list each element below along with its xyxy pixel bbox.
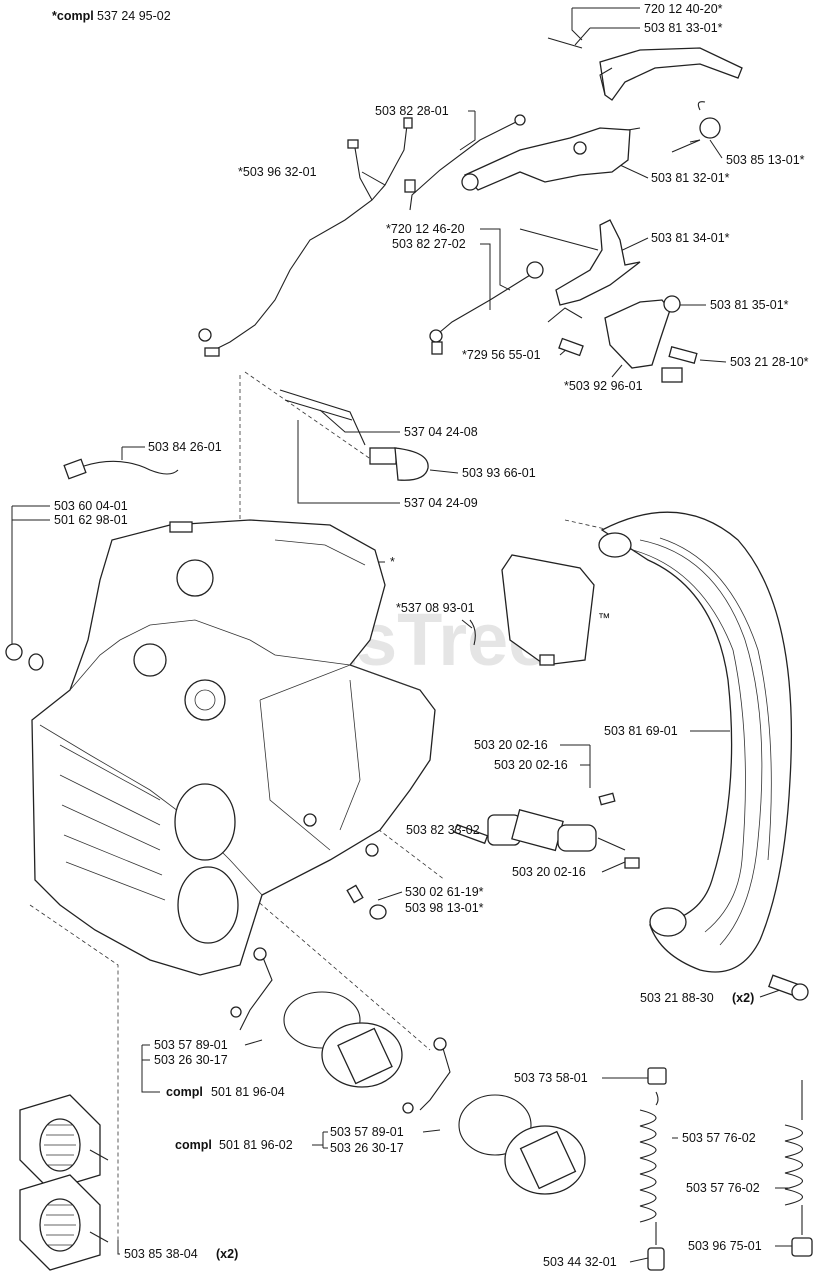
choke-plate-drawing <box>558 295 698 383</box>
throttle-trigger-drawing <box>547 37 743 101</box>
label-503-60-04-01: 503 60 04-01 <box>54 499 128 513</box>
label-537-24-95-02: 537 24 95-02 <box>97 9 171 23</box>
label-503-73-58-01: 503 73 58-01 <box>514 1071 588 1085</box>
leader-lines <box>11 7 792 1263</box>
label-503-81-34-01: 503 81 34-01* <box>651 231 730 245</box>
stop-switch-drawing <box>279 389 429 481</box>
wire-503-82-28-drawing <box>404 114 526 211</box>
label-503-82-28-01: 503 82 28-01 <box>375 104 449 118</box>
label-503-21-28-10: 503 21 28-10* <box>730 355 809 369</box>
cable-503-84-26-drawing <box>63 458 179 480</box>
watermark-tm: ™ <box>598 611 611 625</box>
label-503-26-30-17-a: 503 26 30-17 <box>154 1053 228 1067</box>
label-503-93-66-01: 503 93 66-01 <box>462 466 536 480</box>
label-503-84-26-01: 503 84 26-01 <box>148 440 222 454</box>
label-503-26-30-17-b: 503 26 30-17 <box>330 1141 404 1155</box>
label-503-81-35-01: 503 81 35-01* <box>710 298 789 312</box>
label-503-20-02-16-a: 503 20 02-16 <box>474 738 548 752</box>
label-503-21-88-30: 503 21 88-30 <box>640 991 714 1005</box>
label-503-96-75-01: 503 96 75-01 <box>688 1239 762 1253</box>
label-720-12-46-20: *720 12 46-20 <box>386 222 465 236</box>
choke-lever-drawing <box>547 219 641 323</box>
label-503-85-13-01: 503 85 13-01* <box>726 153 805 167</box>
label-729-56-55-01: *729 56 55-01 <box>462 348 541 362</box>
compl-low-prefix: compl <box>175 1138 212 1152</box>
label-503-82-27-02: 503 82 27-02 <box>392 237 466 251</box>
label-503-21-88-30-qty: (x2) <box>732 991 754 1005</box>
label-503-44-32-01: 503 44 32-01 <box>543 1255 617 1269</box>
label-503-96-32-01: *503 96 32-01 <box>238 165 317 179</box>
filter-cover-drawing <box>469 554 595 666</box>
filter-assembly-right-drawing <box>402 1037 586 1195</box>
label-503-57-76-02-a: 503 57 76-02 <box>682 1131 756 1145</box>
spring-pair-drawing <box>639 1067 813 1271</box>
label-503-85-38-04-qty: (x2) <box>216 1247 238 1261</box>
label-537-04-24-09: 537 04 24-09 <box>404 496 478 510</box>
label-503-81-69-01: 503 81 69-01 <box>604 724 678 738</box>
label-537-04-24-08: 537 04 24-08 <box>404 425 478 439</box>
label-501-62-98-01: 501 62 98-01 <box>54 513 128 527</box>
throttle-lever-drawing <box>461 127 641 191</box>
label-503-92-96-01: *503 92 96-01 <box>564 379 643 393</box>
label-530-02-61-19: 530 02 61-19* <box>405 885 484 899</box>
compl-mid-prefix: compl <box>166 1085 203 1099</box>
label-501-81-96-02: 501 81 96-02 <box>219 1138 293 1152</box>
label-503-57-89-01-b: 503 57 89-01 <box>330 1125 404 1139</box>
label-537-08-93-01: *537 08 93-01 <box>396 601 475 615</box>
label-503-85-38-04: 503 85 38-04 <box>124 1247 198 1261</box>
part-labels: *compl 537 24 95-02 720 12 40-20* 503 81… <box>52 2 809 1269</box>
bushing-drawing <box>5 643 44 671</box>
filter-assembly-left-drawing <box>230 947 403 1088</box>
label-503-57-76-02-b: 503 57 76-02 <box>686 1181 760 1195</box>
label-503-98-13-01: 503 98 13-01* <box>405 901 484 915</box>
label-503-20-02-16-b: 503 20 02-16 <box>494 758 568 772</box>
label-501-81-96-04: 501 81 96-04 <box>211 1085 285 1099</box>
damper-assembly-drawing <box>453 792 640 869</box>
compl-top-prefix: *compl <box>52 9 94 23</box>
return-spring-drawing <box>671 101 721 153</box>
label-720-12-40-20: 720 12 40-20* <box>644 2 723 16</box>
label-503-82-33-02: 503 82 33-02 <box>406 823 480 837</box>
tank-housing-drawing <box>31 519 436 976</box>
label-503-81-32-01: 503 81 32-01* <box>651 171 730 185</box>
label-503-57-89-01-a: 503 57 89-01 <box>154 1038 228 1052</box>
label-503-20-02-16-c: 503 20 02-16 <box>512 865 586 879</box>
dampers-left-drawing <box>19 1094 109 1271</box>
choke-rod-drawing <box>429 228 599 355</box>
handle-bar-drawing <box>598 511 793 973</box>
bolt-drawing <box>346 884 387 920</box>
label-503-81-33-01: 503 81 33-01* <box>644 21 723 35</box>
wire-harness-drawing <box>198 117 413 357</box>
label-housing-star: * <box>390 555 395 569</box>
screw-drawing <box>768 974 809 1001</box>
